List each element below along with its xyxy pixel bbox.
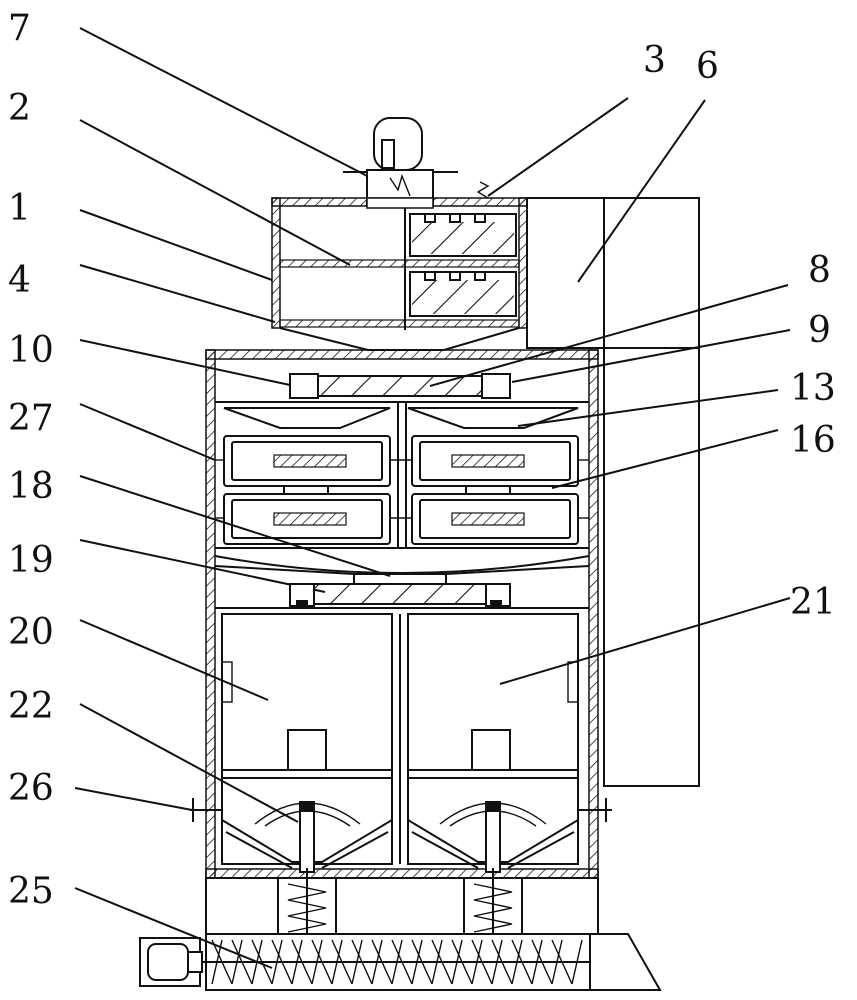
leader-20: [79, 619, 269, 701]
leader-4: [79, 264, 276, 323]
leader-10: [79, 339, 291, 386]
label-1: 1: [8, 188, 31, 229]
label-7: 7: [8, 8, 31, 49]
label-20: 20: [8, 612, 54, 653]
reference-labels: 7 2 1 4 10 27 18 19 20 22 26 25 3 6 8 9 …: [8, 8, 836, 912]
label-16: 16: [790, 420, 836, 461]
label-19: 19: [8, 540, 54, 581]
leader-7: [79, 27, 376, 181]
label-18: 18: [8, 466, 54, 507]
label-10: 10: [8, 330, 54, 371]
leader-19: [79, 539, 326, 593]
leader-3: [487, 97, 629, 197]
leader-27: [79, 403, 216, 461]
label-25: 25: [8, 871, 54, 912]
leader-13: [517, 389, 779, 427]
label-27: 27: [8, 398, 54, 439]
main-housing: [190, 349, 612, 879]
leader-9: [511, 329, 791, 383]
label-4: 4: [8, 260, 31, 301]
leader-21: [499, 597, 791, 685]
leader-1: [79, 209, 273, 281]
leader-8: [429, 284, 789, 387]
label-9: 9: [808, 310, 831, 351]
screw-conveyor: [139, 933, 662, 991]
label-13: 13: [790, 368, 836, 409]
leader-22: [79, 703, 299, 823]
label-3: 3: [643, 40, 666, 81]
leader-16: [551, 429, 779, 489]
label-26: 26: [8, 768, 54, 809]
label-22: 22: [8, 686, 54, 727]
leader-26: [74, 787, 193, 811]
label-2: 2: [8, 88, 31, 129]
side-cabinet: [526, 197, 700, 787]
label-21: 21: [790, 582, 836, 623]
leader-6: [577, 99, 706, 283]
label-6: 6: [696, 46, 719, 87]
leader-2: [79, 119, 351, 266]
upper-chamber: [271, 181, 528, 351]
base-section: [205, 868, 599, 935]
label-8: 8: [808, 250, 831, 291]
leader-18: [79, 475, 391, 577]
